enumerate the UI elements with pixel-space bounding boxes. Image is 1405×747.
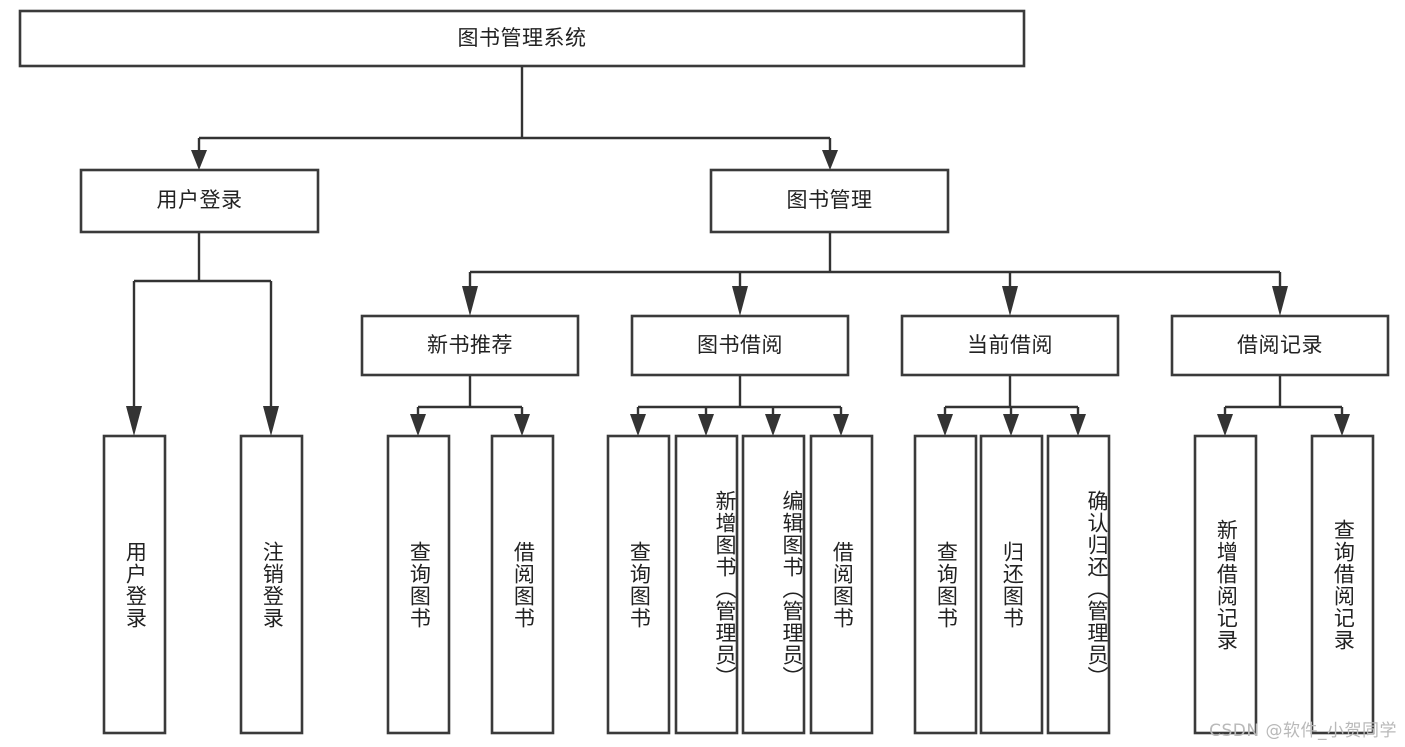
connector-group-user-login — [126, 232, 279, 436]
node-box-leaf-add-record[interactable] — [1193, 434, 1258, 735]
connector-group-current-borrow — [937, 375, 1086, 436]
arrowhead-leaf-edit-book — [765, 414, 781, 436]
node-box-new-book-rec[interactable] — [360, 314, 580, 377]
node-box-leaf-logout[interactable] — [239, 434, 304, 735]
node-box-leaf-user-login[interactable] — [102, 434, 167, 735]
connector-group-book-borrow — [630, 375, 849, 436]
arrowhead-current-borrow — [1002, 286, 1018, 316]
arrowhead-leaf-add-book — [698, 414, 714, 436]
connector-group-book-manage — [462, 232, 1288, 316]
arrowhead-leaf-add-record — [1217, 414, 1233, 436]
node-box-leaf-confirm-return[interactable] — [1046, 434, 1111, 735]
arrowhead-book-manage — [822, 150, 838, 170]
arrowhead-leaf-user-login — [126, 406, 142, 436]
node-box-leaf-edit-book[interactable] — [741, 434, 806, 735]
arrowhead-user-login — [191, 150, 207, 170]
arrowhead-leaf-borrow-book-1 — [514, 414, 530, 436]
node-box-leaf-borrow-book-2[interactable] — [809, 434, 874, 735]
node-box-borrow-record[interactable] — [1170, 314, 1390, 377]
arrowhead-leaf-return-book — [1003, 414, 1019, 436]
arrowhead-new-book-rec — [462, 286, 478, 316]
node-box-leaf-add-book[interactable] — [674, 434, 739, 735]
connector-group-new-book-rec — [410, 375, 530, 436]
connector-group-borrow-record — [1217, 375, 1350, 436]
arrowhead-leaf-confirm-return — [1070, 414, 1086, 436]
connector-group-root — [191, 66, 838, 170]
arrowhead-leaf-logout — [263, 406, 279, 436]
node-box-user-login[interactable] — [79, 168, 320, 234]
node-box-current-borrow[interactable] — [900, 314, 1120, 377]
node-box-leaf-return-book[interactable] — [979, 434, 1044, 735]
arrowhead-leaf-query-book-2 — [630, 414, 646, 436]
arrowhead-leaf-query-record — [1334, 414, 1350, 436]
node-box-leaf-query-book-1[interactable] — [386, 434, 451, 735]
arrowhead-leaf-borrow-book-2 — [833, 414, 849, 436]
arrowhead-leaf-query-book-1 — [410, 414, 426, 436]
arrowhead-book-borrow — [732, 286, 748, 316]
node-box-leaf-borrow-book-1[interactable] — [490, 434, 555, 735]
arrowhead-borrow-record — [1272, 286, 1288, 316]
node-box-leaf-query-record[interactable] — [1310, 434, 1375, 735]
csdn-watermark: CSDN @软件_小贺同学 — [1209, 721, 1397, 741]
arrowhead-leaf-query-book-3 — [937, 414, 953, 436]
node-box-book-manage[interactable] — [709, 168, 950, 234]
node-box-book-borrow[interactable] — [630, 314, 850, 377]
node-box-leaf-query-book-2[interactable] — [606, 434, 671, 735]
node-box-leaf-query-book-3[interactable] — [913, 434, 978, 735]
node-box-root[interactable] — [18, 9, 1026, 68]
